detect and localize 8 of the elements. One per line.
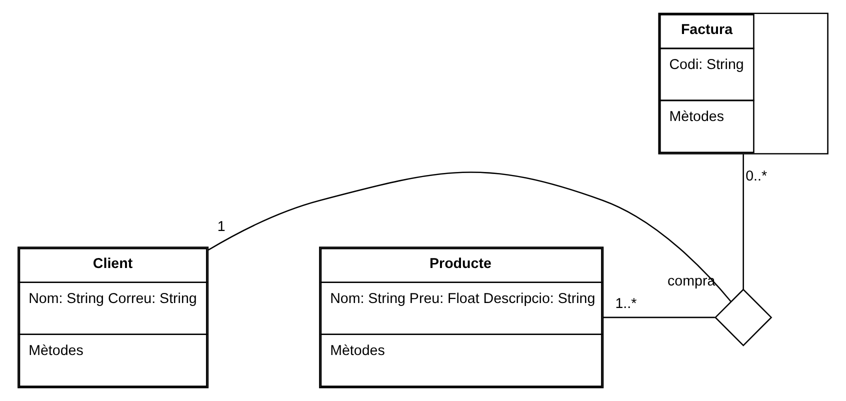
connector [603,316,715,318]
connector [208,172,732,302]
node-diamond [714,288,772,346]
edge-label: 0..* [746,168,768,184]
edge-label: 1 [217,219,226,235]
connector [742,154,744,290]
node-label: compra [668,273,716,290]
edge-label: 1..* [615,296,637,312]
